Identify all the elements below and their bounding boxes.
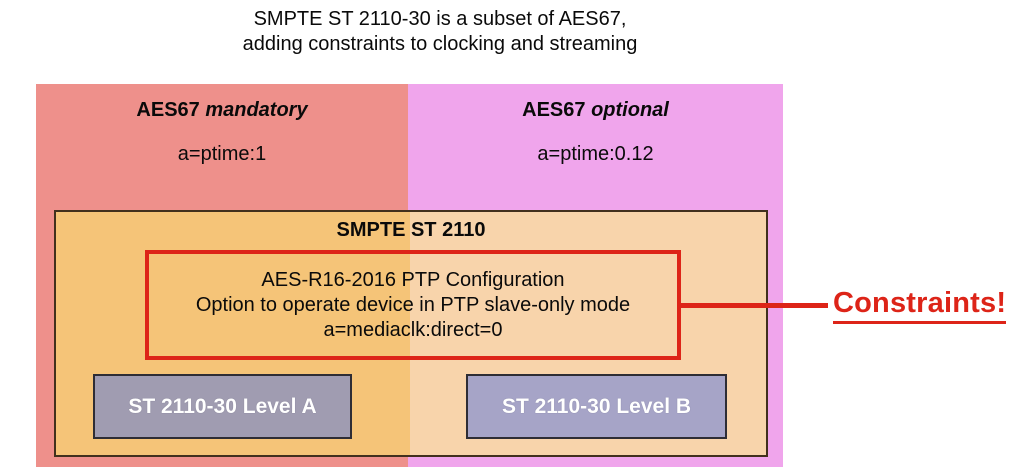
aes67-mandatory-heading-name: AES67 <box>136 99 200 121</box>
constraints-connector-line <box>681 303 828 308</box>
ptp-constraints-line3: a=mediaclk:direct=0 <box>323 318 503 341</box>
aes67-outer-box: AES67 mandatory a=ptime:1 AES67 optional… <box>36 84 783 467</box>
aes67-mandatory-region: AES67 mandatory a=ptime:1 <box>36 84 408 209</box>
st-2110-30-level-a-label: ST 2110-30 Level A <box>128 394 317 418</box>
st-2110-30-level-b-label: ST 2110-30 Level B <box>501 394 692 418</box>
aes67-optional-heading: AES67 optional <box>408 99 783 122</box>
diagram-title: SMPTE ST 2110-30 is a subset of AES67, a… <box>60 7 820 57</box>
st-2110-30-level-b-box: ST 2110-30 Level B <box>466 374 727 439</box>
smpte-st-2110-box-title: SMPTE ST 2110 <box>336 219 486 241</box>
st-2110-30-level-a-box: ST 2110-30 Level A <box>93 374 352 439</box>
aes67-mandatory-heading-qualifier: mandatory <box>205 99 308 121</box>
diagram-title-line2: adding constraints to clocking and strea… <box>242 33 638 55</box>
smpte-st-2110-box: SMPTE ST 2110 AES-R16-2016 PTP Configura… <box>54 210 768 457</box>
ptp-constraints-line1: AES-R16-2016 PTP Configuration <box>261 268 565 291</box>
aes67-mandatory-ptime-value: a=ptime:1 <box>177 143 267 165</box>
aes67-optional-heading-name: AES67 <box>522 99 586 121</box>
ptp-constraints-box: AES-R16-2016 PTP Configuration Option to… <box>145 250 681 360</box>
aes67-optional-region: AES67 optional a=ptime:0.12 <box>408 84 783 209</box>
diagram-title-line1: SMPTE ST 2110-30 is a subset of AES67, <box>253 8 627 30</box>
aes67-mandatory-heading: AES67 mandatory <box>36 99 408 122</box>
constraints-callout: Constraints! <box>833 287 1007 324</box>
ptp-constraints-line2: Option to operate device in PTP slave-on… <box>195 293 631 316</box>
aes67-optional-heading-qualifier: optional <box>591 99 669 121</box>
aes67-optional-ptime-value: a=ptime:0.12 <box>537 143 654 165</box>
